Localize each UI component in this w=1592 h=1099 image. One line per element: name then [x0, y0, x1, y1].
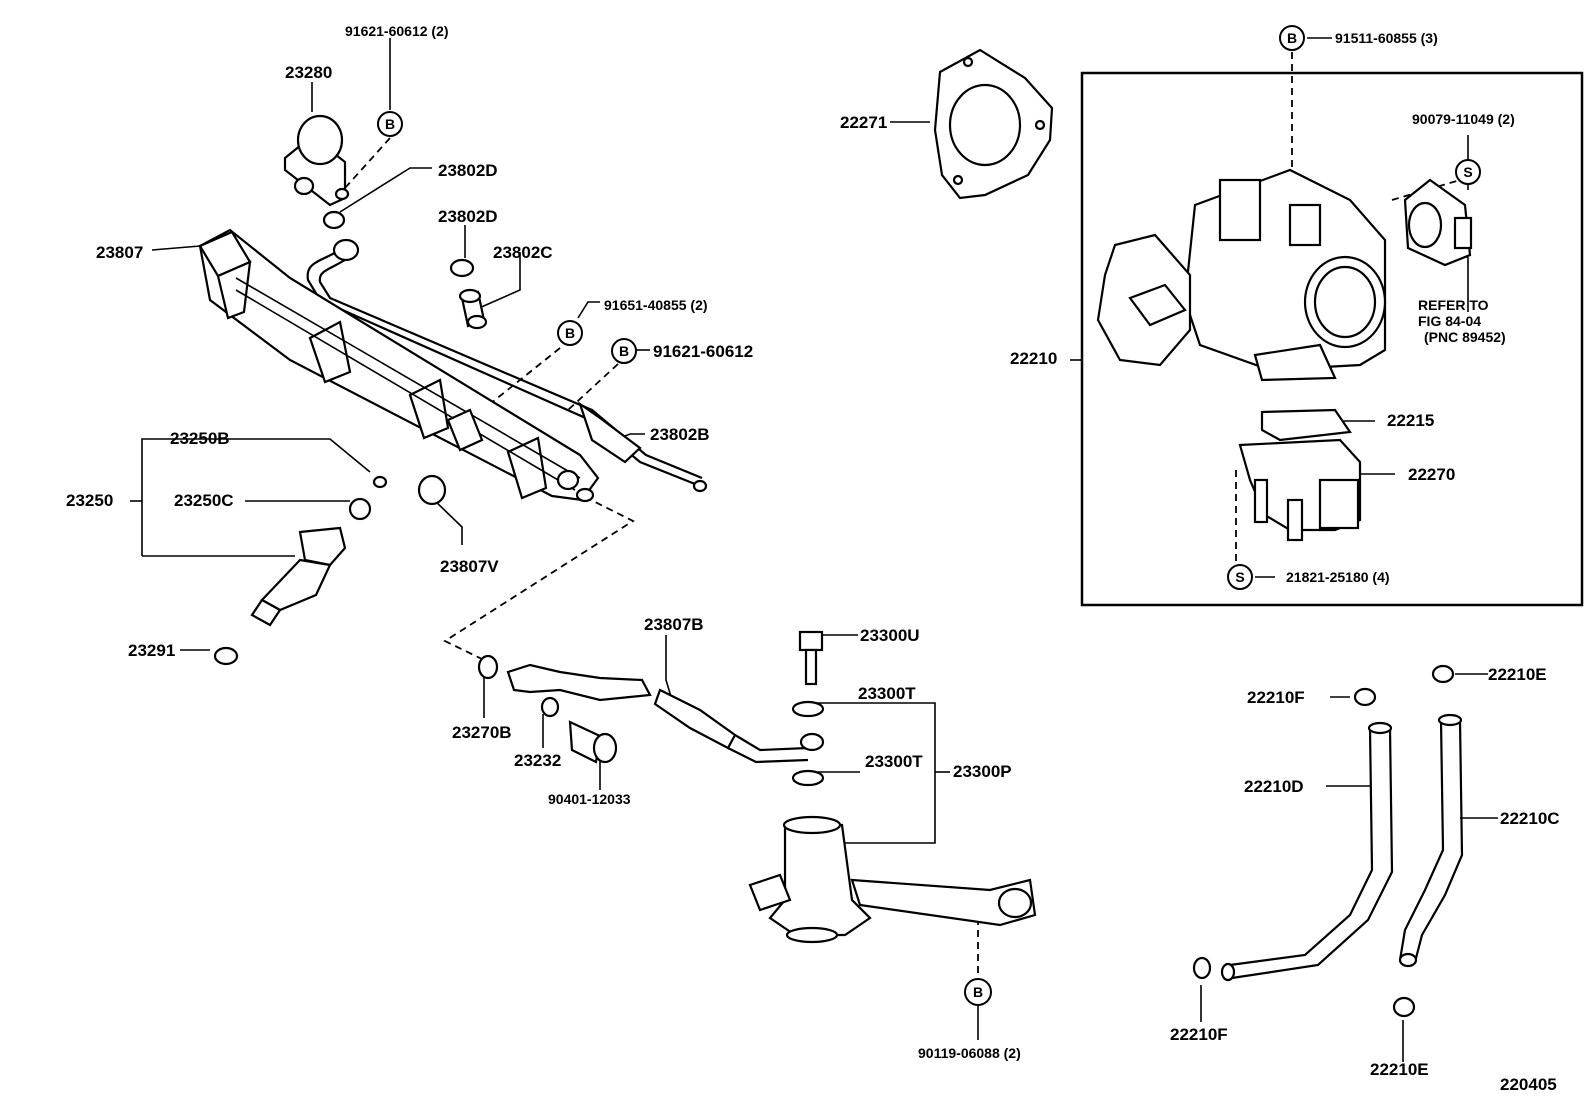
- svg-text:S: S: [1235, 569, 1244, 585]
- label-91511: 91511-60855 (3): [1335, 30, 1438, 46]
- badge-b-91511: B: [1279, 25, 1305, 51]
- label-22210d: 22210D: [1244, 777, 1304, 796]
- gasket-23300t-b: [791, 769, 825, 787]
- label-22210e-a: 22210E: [1488, 665, 1547, 684]
- bolt-90401: [568, 720, 618, 764]
- svg-text:B: B: [1287, 30, 1297, 46]
- label-90119: 90119-06088 (2): [918, 1045, 1021, 1061]
- label-23807: 23807: [96, 243, 143, 262]
- svg-text:S: S: [1463, 164, 1472, 180]
- leader-lines: [130, 37, 1498, 1062]
- label-22215: 22215: [1387, 411, 1434, 430]
- throttle-body: [1096, 168, 1387, 382]
- svg-text:B: B: [619, 343, 629, 359]
- svg-text:B: B: [565, 325, 575, 341]
- gasket-22215: [1260, 408, 1352, 442]
- label-23802c: 23802C: [493, 243, 553, 262]
- label-23291: 23291: [128, 641, 175, 660]
- label-23802b: 23802B: [650, 425, 710, 444]
- badge-b-91651: B: [557, 320, 583, 346]
- label-23250c: 23250C: [174, 491, 234, 510]
- label-refer-3: (PNC 89452): [1424, 329, 1506, 345]
- label-23802d-a: 23802D: [438, 161, 498, 180]
- idle-air-control-valve: [1238, 438, 1362, 542]
- label-22210e-b: 22210E: [1370, 1060, 1429, 1079]
- label-22210f-b: 22210F: [1170, 1025, 1228, 1044]
- label-22271: 22271: [840, 113, 887, 132]
- label-23807b: 23807B: [644, 615, 704, 634]
- fuel-injector: [250, 475, 388, 627]
- label-23300u: 23300U: [860, 626, 920, 645]
- gasket-23300t-a: [791, 700, 825, 718]
- label-23280: 23280: [285, 63, 332, 82]
- badge-s-90079: S: [1455, 159, 1481, 185]
- label-23232: 23232: [514, 751, 561, 770]
- gasket-22271: [933, 48, 1054, 200]
- delivery-pipe: [198, 228, 600, 503]
- label-22270: 22270: [1408, 465, 1455, 484]
- badge-b-91621: B: [611, 338, 637, 364]
- throttle-position-sensor: [1403, 178, 1473, 267]
- part-labels: 91621-60612 (2) 23280 23802D 23802D 2380…: [66, 23, 1560, 1094]
- bolt-23300u: [798, 630, 824, 686]
- label-91651: 91651-40855 (2): [604, 297, 708, 313]
- label-90401: 90401-12033: [548, 791, 631, 807]
- fuel-hose-lower: [477, 654, 825, 764]
- label-23802d-b: 23802D: [438, 207, 498, 226]
- hose-22210c: [1398, 713, 1464, 968]
- throttle-body-group-frame: [1080, 71, 1584, 607]
- label-91621-mid: 91621-60612: [653, 342, 753, 361]
- label-22210c: 22210C: [1500, 809, 1560, 828]
- gasket-23802d-b: [449, 258, 475, 278]
- label-23300t-b: 23300T: [865, 752, 923, 771]
- badge-b-90119: B: [964, 978, 992, 1006]
- label-23807v: 23807V: [440, 557, 499, 576]
- label-23250b: 23250B: [170, 429, 230, 448]
- hose-22210d: [1220, 721, 1394, 982]
- svg-text:B: B: [385, 116, 395, 132]
- label-23300p: 23300P: [953, 762, 1012, 781]
- fuel-pipe: [306, 238, 708, 493]
- svg-text:B: B: [973, 984, 983, 1000]
- label-91621-top: 91621-60612 (2): [345, 23, 449, 39]
- label-22210: 22210: [1010, 349, 1057, 368]
- badge-b-top: B: [377, 111, 403, 137]
- label-refer-2: FIG 84-04: [1418, 313, 1481, 329]
- o-ring-23291: [213, 646, 239, 666]
- pressure-regulator: [748, 815, 1037, 944]
- union-bolt: [458, 288, 488, 330]
- gasket-23802d-a: [322, 210, 346, 230]
- label-21821: 21821-25180 (4): [1286, 569, 1390, 585]
- badge-s-21821: S: [1227, 564, 1253, 590]
- label-23300t-a: 23300T: [858, 684, 916, 703]
- clamps: [1192, 664, 1455, 1018]
- insulator-23807v: [417, 474, 447, 506]
- figure-number: 220405: [1500, 1075, 1557, 1094]
- label-23250: 23250: [66, 491, 113, 510]
- label-22210f-a: 22210F: [1247, 688, 1305, 707]
- label-23270b: 23270B: [452, 723, 512, 742]
- label-refer-1: REFER TO: [1418, 297, 1489, 313]
- label-90079: 90079-11049 (2): [1412, 111, 1515, 127]
- pulsation-damper: [283, 114, 350, 207]
